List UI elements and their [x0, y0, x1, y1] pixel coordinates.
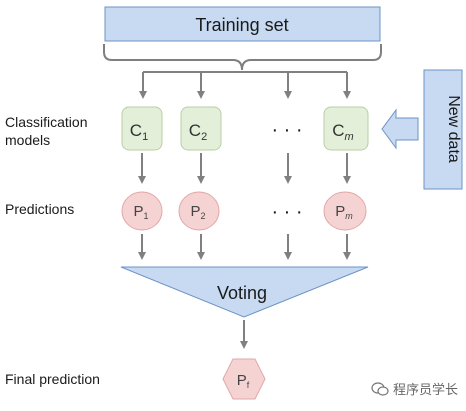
new-data-label: New data [445, 95, 462, 163]
classification-models-label: Classification models [5, 114, 88, 148]
training-set-brace [103, 44, 382, 71]
prediction-letter: P [335, 203, 345, 220]
classifier-subscript: 2 [201, 131, 207, 143]
classifier-subscript: 1 [142, 131, 148, 143]
prediction-node-m: Pm [323, 191, 367, 231]
classifier-box-m: Cm [323, 106, 369, 151]
svg-text:Pm: Pm [335, 203, 353, 221]
svg-text:P2: P2 [190, 203, 205, 221]
new-data-box: New data [423, 69, 463, 190]
prediction-subscript: 2 [201, 211, 206, 221]
prediction-node-1: P1 [121, 191, 163, 231]
classifier-box-1: C1 [121, 106, 163, 151]
prediction-subscript: m [345, 211, 353, 221]
prediction-voting-arrows [138, 234, 351, 260]
prediction-subscript: 1 [144, 211, 149, 221]
svg-text:C1: C1 [130, 121, 148, 143]
classifier-letter: C [189, 121, 201, 140]
final-prediction-label: Final prediction [5, 371, 100, 387]
training-set-label: Training set [195, 15, 288, 35]
svg-text:Pf: Pf [237, 372, 250, 390]
training-set-box: Training set [104, 6, 381, 42]
prediction-node-2: P2 [178, 191, 220, 231]
prediction-ellipsis: · · · [271, 201, 302, 223]
final-subscript: f [247, 380, 250, 390]
svg-text:C2: C2 [189, 121, 207, 143]
chat-bubble-icon [371, 381, 389, 396]
prediction-letter: P [190, 203, 200, 220]
classifier-letter: C [332, 121, 344, 140]
classifier-letter: C [130, 121, 142, 140]
classifier-box-2: C2 [180, 106, 222, 151]
final-letter: P [237, 372, 247, 389]
classifier-prediction-arrows [138, 153, 351, 184]
watermark: 程序员学长 [371, 379, 458, 398]
svg-text:P1: P1 [133, 203, 148, 221]
svg-text:Cm: Cm [332, 121, 353, 143]
watermark-text: 程序员学长 [392, 382, 458, 397]
predictions-label: Predictions [5, 201, 75, 217]
final-prediction-node: Pf [222, 358, 266, 400]
voting-triangle: Voting [120, 266, 369, 318]
distribution-lines [139, 71, 351, 99]
prediction-letter: P [133, 203, 143, 220]
classifier-subscript: m [345, 131, 354, 143]
voting-label: Voting [217, 283, 267, 303]
classifier-ellipsis: · · · [271, 119, 302, 141]
new-data-arrow [381, 108, 419, 150]
